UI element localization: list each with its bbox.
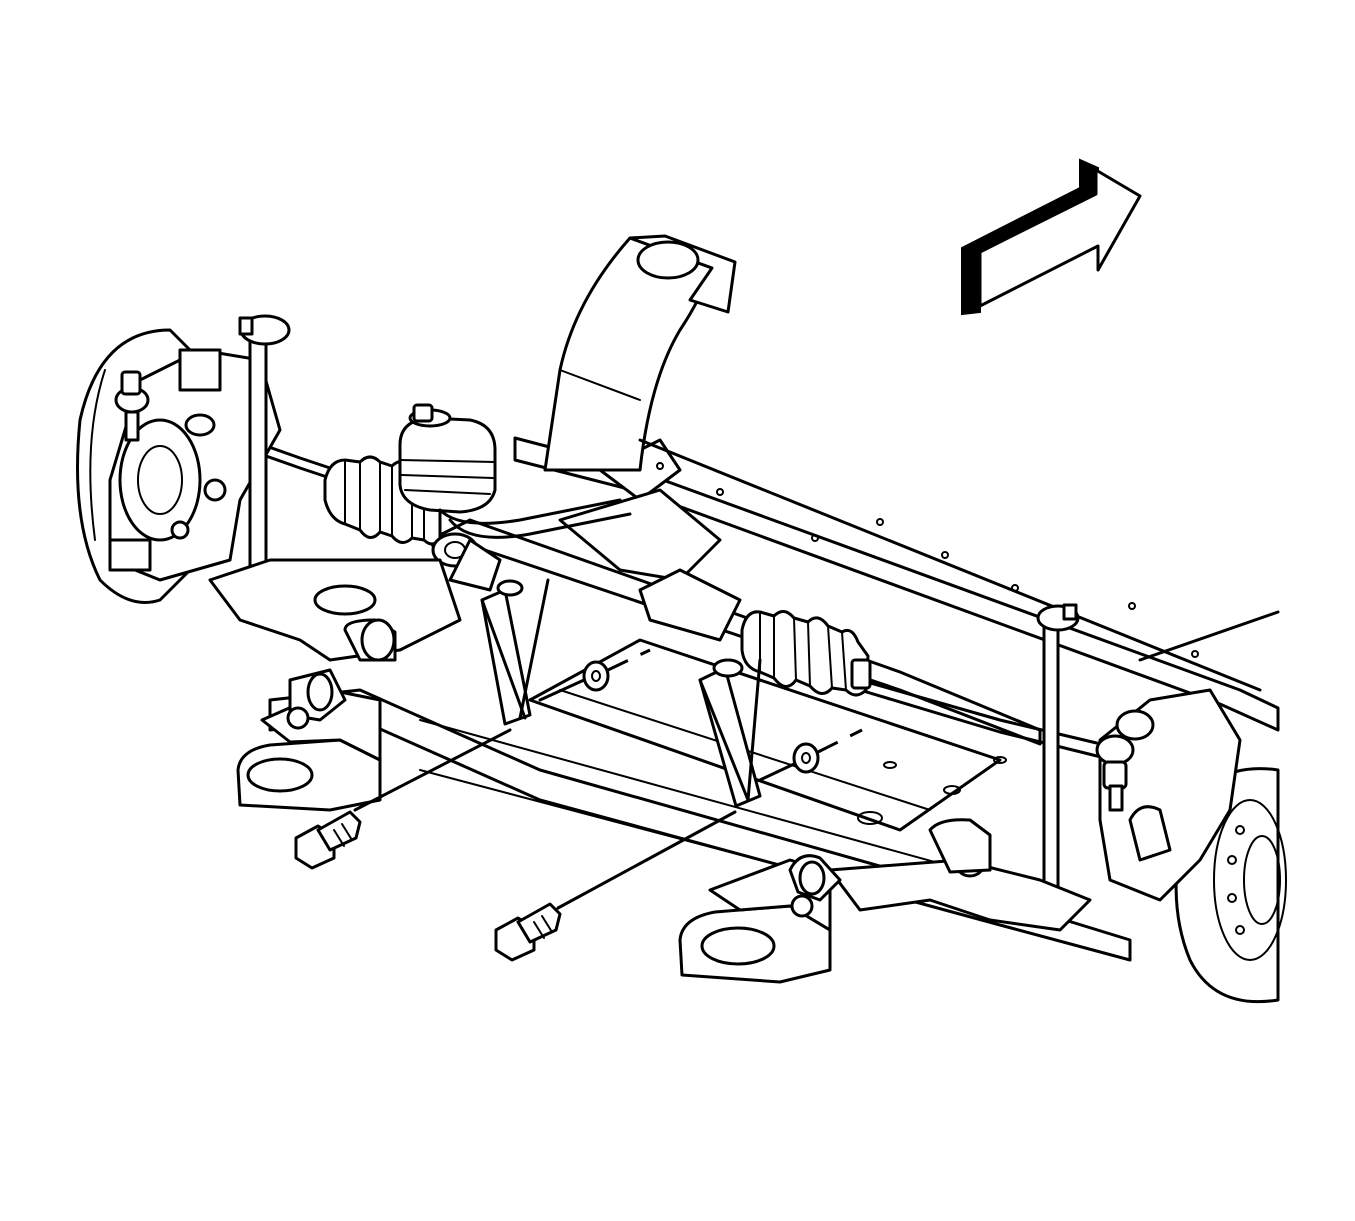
mounting-washer-right (758, 728, 863, 782)
left-lower-control-arm (208, 558, 462, 730)
left-steering-knuckle (108, 348, 282, 582)
front-direction-arrow (961, 158, 1142, 316)
steering-gear-mounting-bolt-left (294, 728, 512, 870)
frame-crossmember (236, 234, 1280, 984)
steering-gear (148, 403, 1107, 760)
steering-gear-boot-right (740, 610, 872, 697)
mounting-bracket-left (480, 578, 550, 726)
right-tie-rod-end (1095, 734, 1135, 812)
right-lower-control-arm (788, 818, 1092, 932)
right-stabilizer-link (1032, 603, 1080, 918)
steering-gear-mounting-bolt-right (494, 810, 737, 962)
left-tie-rod-end (114, 370, 216, 442)
mounting-washer-left (538, 648, 651, 702)
power-steering-valve-housing (398, 403, 632, 592)
mounting-bracket-right (698, 658, 762, 808)
right-steering-knuckle (1098, 688, 1242, 902)
